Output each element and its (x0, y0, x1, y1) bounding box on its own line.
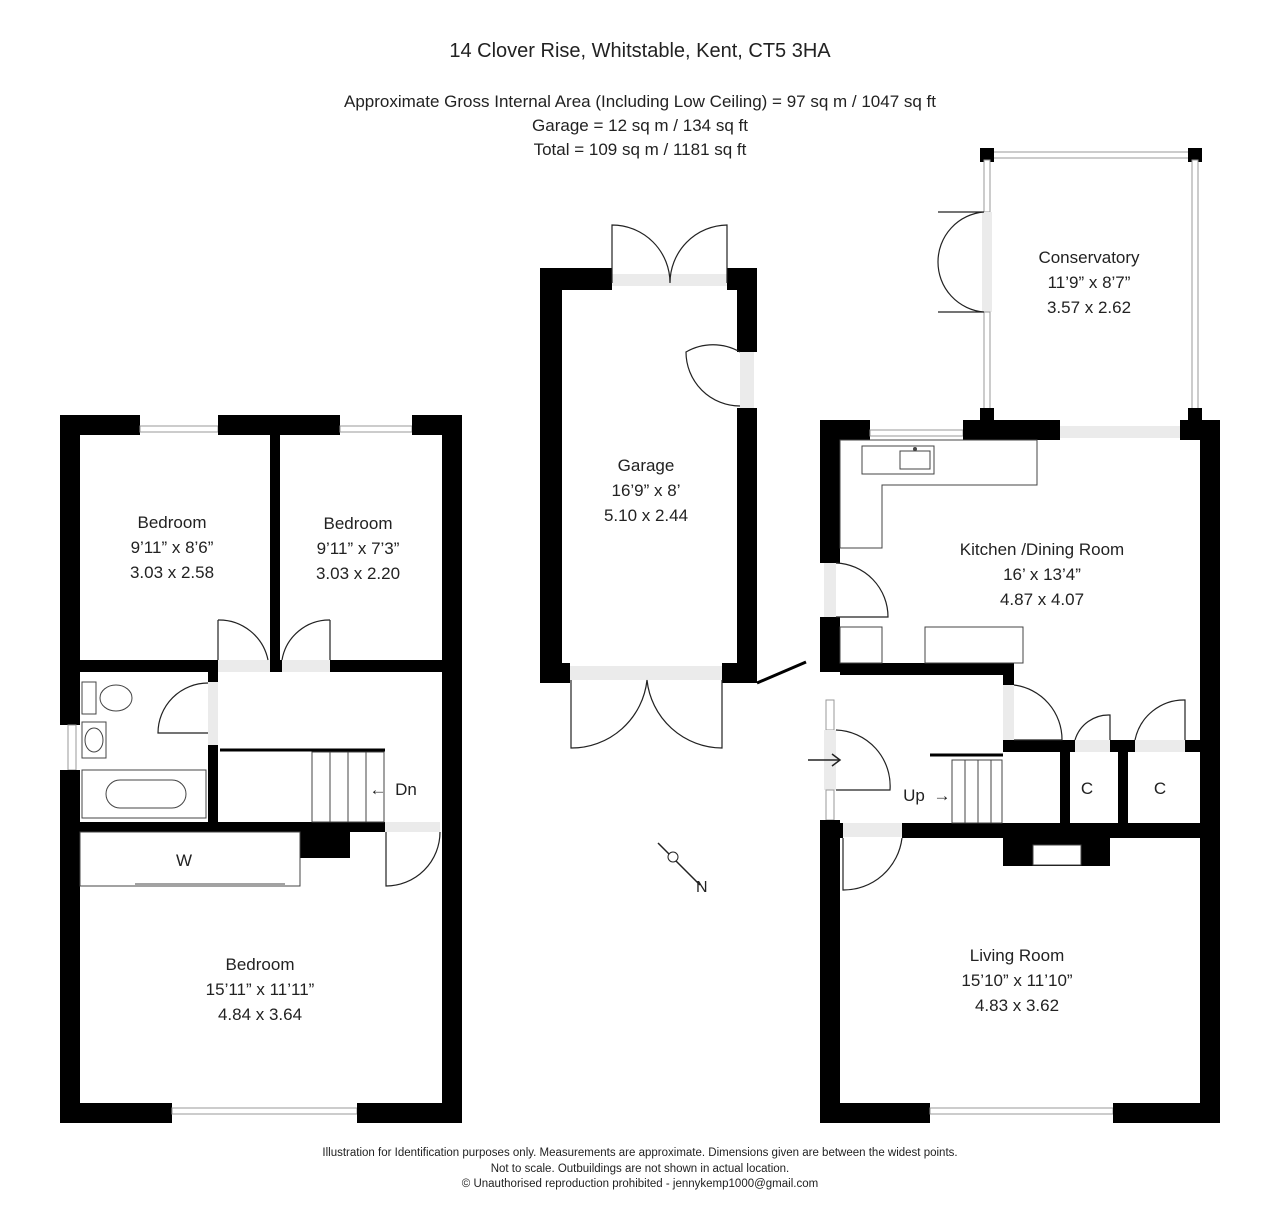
bedroom2-name: Bedroom (324, 514, 393, 533)
garage-area: Garage = 12 sq m / 134 sq ft (532, 116, 748, 135)
basin-icon (81, 721, 107, 759)
first-floor-plan: Bedroom 9’11” x 8’6” 3.03 x 2.58 Bedroom… (60, 415, 462, 1123)
ground-floor-plan: Kitchen /Dining Room 16’ x 13’4” 4.87 x … (808, 420, 1220, 1123)
kitchen-name: Kitchen /Dining Room (960, 540, 1124, 559)
copyright-line: © Unauthorised reproduction prohibited -… (461, 1178, 819, 1190)
cupboard-label: C (1081, 779, 1093, 798)
total-area: Total = 109 sq m / 1181 sq ft (533, 140, 747, 159)
disclaimer-line: Not to scale. Outbuildings are not shown… (490, 1162, 790, 1175)
disclaimer: Illustration for Identification purposes… (0, 1146, 1280, 1193)
bedroom3-imperial: 15’11” x 11’11” (206, 980, 315, 999)
property-address: 14 Clover Rise, Whitstable, Kent, CT5 3H… (449, 40, 831, 62)
kitchen-worktop (839, 439, 1038, 664)
garage-plan: Garage 16’9” x 8’ 5.10 x 2.44 (540, 224, 807, 749)
bedroom2-metric: 3.03 x 2.20 (316, 564, 400, 583)
living-name: Living Room (970, 946, 1065, 965)
gross-internal-area: Approximate Gross Internal Area (Includi… (344, 92, 936, 111)
living-imperial: 15’10” x 11’10” (961, 971, 1073, 990)
staircase (311, 751, 385, 823)
north-label: N (696, 879, 708, 896)
sink-icon (861, 445, 935, 475)
conservatory-plan: Conservatory 11’9” x 8’7” 3.57 x 2.62 (937, 148, 1202, 440)
cupboard-label: C (1154, 779, 1166, 798)
staircase (951, 759, 1003, 824)
stairs-up-label: Up (903, 786, 925, 805)
garage-name: Garage (618, 456, 675, 475)
living-metric: 4.83 x 3.62 (975, 996, 1059, 1015)
conservatory-metric: 3.57 x 2.62 (1047, 298, 1131, 317)
conservatory-imperial: 11’9” x 8’7” (1048, 273, 1131, 292)
bedroom1-imperial: 9’11” x 8’6” (131, 538, 214, 557)
bath-icon (81, 769, 207, 819)
bedroom3-name: Bedroom (226, 955, 295, 974)
kitchen-imperial: 16’ x 13’4” (1003, 565, 1081, 584)
garage-metric: 5.10 x 2.44 (604, 506, 688, 525)
disclaimer-line: Illustration for Identification purposes… (322, 1147, 958, 1159)
north-compass-icon: N (657, 842, 708, 896)
garage-imperial: 16’9” x 8’ (612, 481, 681, 500)
kitchen-metric: 4.87 x 4.07 (1000, 590, 1084, 609)
bedroom1-name: Bedroom (138, 513, 207, 532)
arrow-left-icon: ← (370, 780, 387, 799)
conservatory-name: Conservatory (1038, 248, 1140, 267)
area-summary: Approximate Gross Internal Area (Includi… (0, 90, 1280, 162)
bedroom3-metric: 4.84 x 3.64 (218, 1005, 302, 1024)
arrow-right-icon: → (934, 786, 951, 805)
wardrobe-label: W (176, 851, 192, 870)
toilet-icon (81, 681, 133, 715)
stairs-down-label: Dn (395, 780, 417, 799)
bedroom1-metric: 3.03 x 2.58 (130, 563, 214, 582)
bedroom2-imperial: 9’11” x 7’3” (317, 539, 400, 558)
